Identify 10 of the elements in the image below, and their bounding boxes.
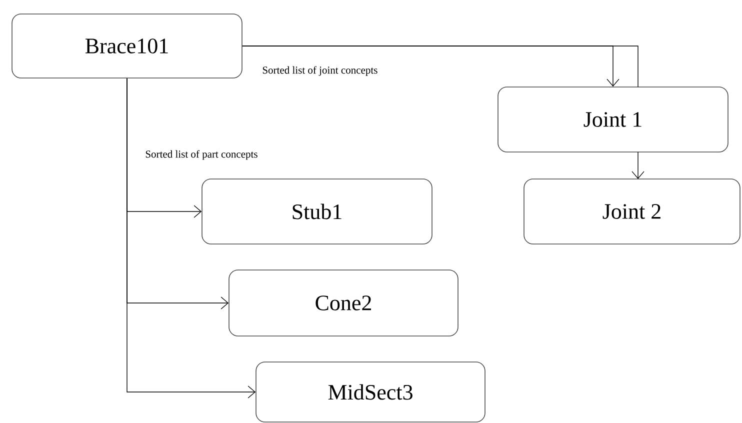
annotation-text: Sorted list of joint concepts [262,66,378,76]
concept-box: Joint 2 [524,178,740,244]
concept-box: Cone2 [228,270,458,336]
concept-box: Brace101 [12,14,242,78]
arrow [632,152,644,179]
arrow [126,78,256,398]
concept-box: Joint 1 [498,86,728,152]
concept-box: Stub1 [202,178,432,244]
concept-box: MidSect3 [256,362,486,422]
annotation-text: Sorted list of part concepts [146,150,258,160]
